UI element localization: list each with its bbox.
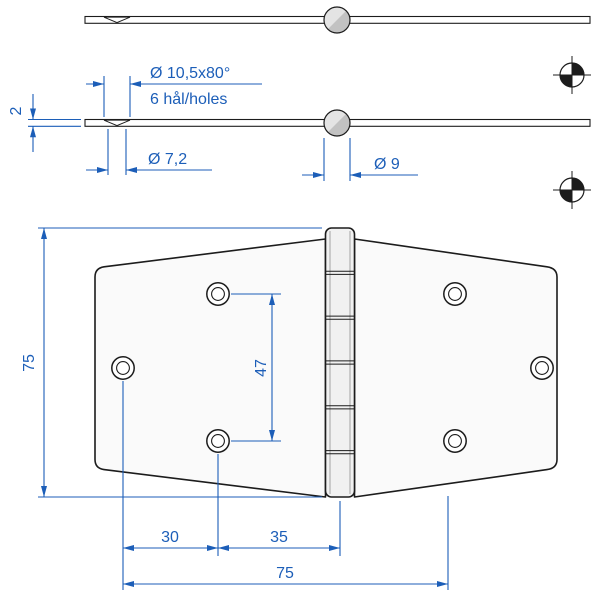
pin-end-symbol-bottom [553,171,591,209]
dim-label-thickness: 2 [8,106,25,115]
pin-shading [327,10,351,34]
quadrant-fill [560,63,584,87]
screw-hole [443,429,467,453]
countersink-notch [103,119,131,127]
symbol-circle [559,177,585,203]
dim-label-countersink: Ø 10,5x80° [150,65,230,82]
hinge-pin-outline [323,6,351,34]
dim-label-edge-to-hole: 30 [161,529,179,546]
screw-hole [111,356,135,380]
knuckle-joints [325,270,355,455]
dim-label-width: 75 [276,565,294,582]
screw-hole [443,282,467,306]
hinge-barrel [324,227,356,498]
dim-label-holes-note: 6 hål/holes [150,90,227,108]
symbol-circle [559,62,585,88]
right-leaf [353,238,558,498]
screw-hole [206,429,230,453]
pin-shading [327,113,351,137]
side-profile-view [84,109,591,137]
pin-end-symbol-top [553,56,591,94]
quadrant-fill [560,178,584,202]
main-plan-view [94,227,558,498]
dim-label-hole-to-center: 35 [270,529,288,546]
dim-label-hole-spacing: 47 [253,359,270,377]
top-profile-view [84,6,591,34]
dim-label-height: 75 [21,354,38,372]
dim-label-pin-diameter: Ø 9 [374,156,400,173]
countersink-notch [103,16,131,24]
screw-hole [530,356,554,380]
dimension-annotations: Ø 10,5x80° 6 hål/holes 2 Ø 7,2 Ø 9 75 47… [8,65,449,590]
left-leaf [94,238,327,498]
hinge-pin-outline [323,109,351,137]
dim-label-hole-diameter: Ø 7,2 [148,151,187,168]
screw-hole [206,282,230,306]
